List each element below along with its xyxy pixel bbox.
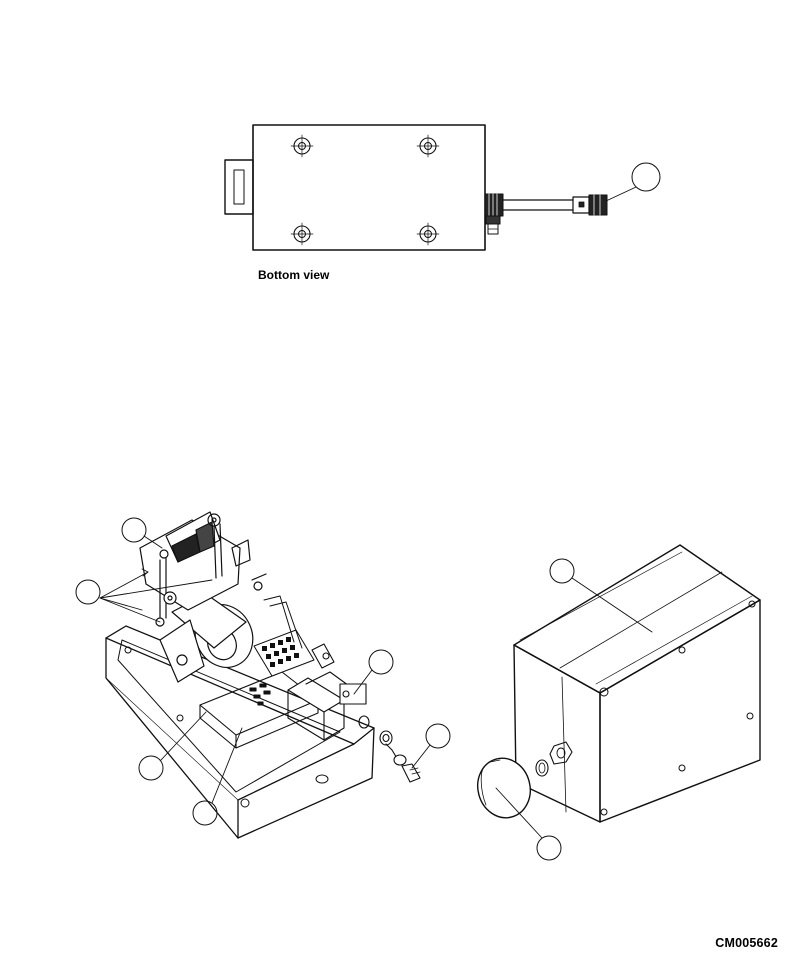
mounting-hole (290, 222, 314, 246)
callout-balloon (192, 727, 243, 826)
callout-balloon-multi-leader (75, 568, 213, 623)
callout-balloon (605, 162, 661, 202)
solenoid-valve (287, 671, 367, 741)
callout-balloon (411, 723, 451, 769)
sight-glass-cap (477, 757, 531, 819)
bottom-view-enclosure (224, 124, 608, 251)
cable-gland-fittings (358, 715, 421, 783)
callout-balloon (495, 787, 562, 861)
mounting-hole (416, 222, 440, 246)
callout-balloon (121, 517, 163, 549)
cover (513, 544, 761, 823)
callout-balloon (549, 558, 653, 633)
callout-balloon (353, 649, 394, 695)
callout-balloon (138, 711, 207, 781)
mounting-hole (416, 134, 440, 158)
tube-fitting (311, 643, 335, 669)
bottom-view-caption: Bottom view (258, 268, 330, 282)
base-enclosure (105, 625, 375, 839)
motor (159, 593, 254, 683)
drawing-code: CM005662 (715, 936, 778, 950)
mounting-hole (290, 134, 314, 158)
terminal-block (253, 629, 315, 677)
